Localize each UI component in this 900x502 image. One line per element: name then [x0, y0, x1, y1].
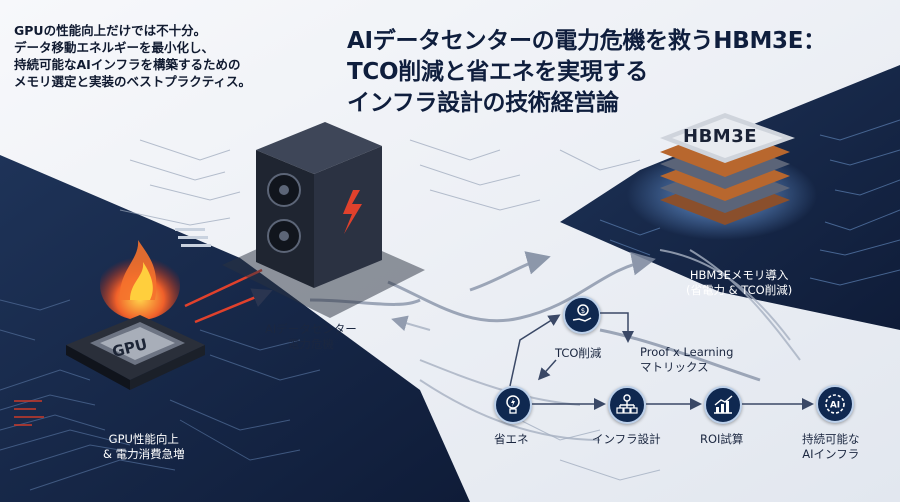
- hbm-caption: HBM3Eメモリ導入 (省電力 & TCO削減): [686, 268, 792, 298]
- infra-label: インフラ設計: [592, 432, 661, 446]
- server-art: [222, 122, 425, 318]
- growth-chart-icon: [704, 386, 742, 424]
- title-line: TCO削減と省エネを実現する: [347, 59, 648, 85]
- hbm-stack-art: [627, 113, 817, 240]
- hbm-chip-text: HBM3E: [683, 126, 758, 147]
- datacenter-caption-line: 電力危機: [287, 337, 334, 351]
- ai-gear-icon: AI: [816, 385, 854, 423]
- title-line: インフラ設計の技術経営論: [347, 90, 619, 116]
- datacenter-caption: AIデータセンター 電力危機: [265, 322, 357, 352]
- hbm-caption-line: (省電力 & TCO削減): [686, 283, 793, 297]
- roi-label: ROI試算: [700, 432, 744, 446]
- svg-text:$: $: [581, 307, 585, 315]
- ai-caption-line: 持続可能な: [802, 432, 860, 446]
- gpu-chip-art: [66, 240, 205, 390]
- title-line: AIデータセンターの電力危機を救うHBM3E：: [347, 28, 826, 54]
- intro-line: データ移動エネルギーを最小化し、: [14, 40, 215, 55]
- intro-line: 持続可能なAIインフラを構築するための: [14, 57, 241, 72]
- page-title: AIデータセンターの電力危機を救うHBM3E： TCO削減と省エネを実現する イ…: [347, 26, 826, 119]
- save-label: 省エネ: [494, 432, 529, 446]
- datacenter-caption-line: AIデータセンター: [265, 322, 357, 336]
- proof-label: Proof x Learning マトリックス: [640, 345, 733, 375]
- intro-text: GPUの性能向上だけでは不十分。 データ移動エネルギーを最小化し、 持続可能なA…: [14, 22, 251, 90]
- gpu-caption-line: & 電力消費急増: [103, 447, 185, 461]
- ai-node-text: AI: [830, 401, 840, 411]
- hand-coin-icon: $: [563, 296, 601, 334]
- ai-caption-line: AIインフラ: [802, 447, 860, 461]
- hbm-caption-line: HBM3Eメモリ導入: [689, 268, 789, 282]
- tco-label: TCO削減: [555, 346, 602, 360]
- lightbulb-bolt-icon: [494, 386, 532, 424]
- intro-line: メモリ選定と実装のベストプラクティス。: [14, 74, 252, 89]
- intro-line: GPUの性能向上だけでは不十分。: [14, 23, 207, 38]
- proof-label-line: Proof x Learning: [640, 345, 734, 359]
- gpu-caption: GPU性能向上 & 電力消費急増: [103, 432, 185, 462]
- org-chart-gear-icon: [608, 386, 646, 424]
- gpu-caption-line: GPU性能向上: [108, 432, 179, 446]
- ai-caption: 持続可能な AIインフラ: [802, 432, 860, 462]
- proof-label-line: マトリックス: [640, 360, 709, 374]
